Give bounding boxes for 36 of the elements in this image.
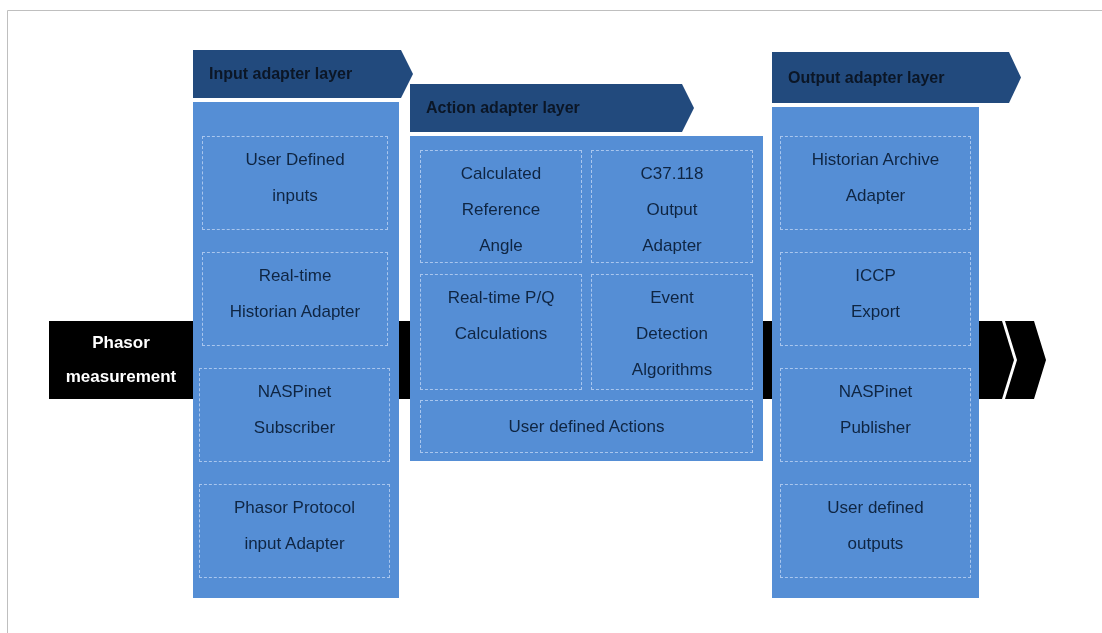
module-label: NASPinet Publisher	[837, 381, 914, 439]
module-label: ICCP Export	[849, 265, 902, 323]
module-box	[199, 484, 390, 578]
layer-panel	[193, 102, 399, 598]
module-box	[420, 400, 753, 453]
module-box	[591, 150, 753, 263]
module-label: Real-time P/Q Calculations	[446, 287, 556, 345]
module-label: Event Detection Algorithms	[630, 287, 714, 381]
layer-title: Output adapter layer	[788, 67, 945, 88]
module-box	[202, 136, 388, 230]
module-label: User defined outputs	[826, 497, 925, 555]
layer-title-banner	[772, 52, 1021, 103]
module-box	[420, 150, 582, 263]
module-box	[780, 252, 971, 346]
module-box	[780, 136, 971, 230]
layer-title: Action adapter layer	[426, 98, 580, 118]
module-box	[780, 368, 971, 462]
layer-title-banner	[193, 50, 413, 98]
module-label: Calculated Reference Angle	[459, 163, 543, 257]
module-label: Phasor Protocol input Adapter	[233, 497, 356, 555]
module-label: Historian Archive Adapter	[810, 149, 941, 207]
module-box	[591, 274, 753, 390]
module-box	[202, 252, 388, 346]
module-label: Real-time Historian Adapter	[228, 265, 362, 323]
layer-title: Input adapter layer	[209, 64, 353, 84]
module-label: C37.118 Output Adapter	[639, 163, 705, 257]
layer-panel	[410, 136, 763, 461]
layer-panel	[772, 107, 979, 598]
module-box	[780, 484, 971, 578]
module-box	[420, 274, 582, 390]
module-box	[199, 368, 390, 462]
module-label: User defined Actions	[508, 415, 665, 438]
layer-title-banner	[410, 84, 694, 132]
band-label: Phasor measurement	[64, 332, 178, 388]
module-label: NASPinet Subscriber	[252, 381, 337, 439]
module-label: User Defined inputs	[244, 149, 346, 207]
